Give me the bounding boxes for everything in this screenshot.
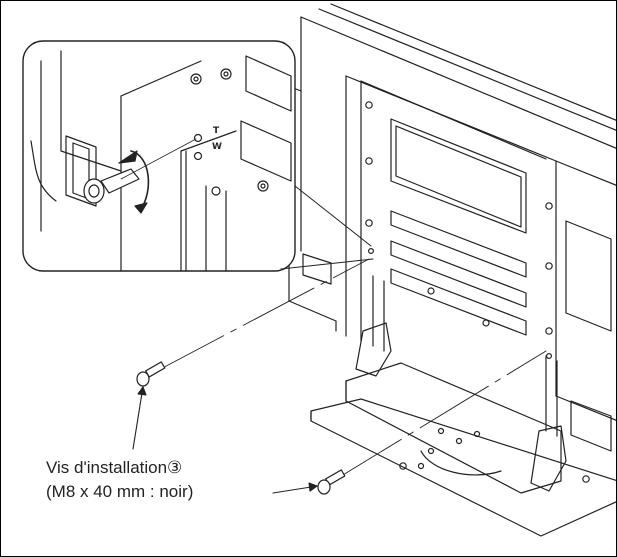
callout-screw-name: Vis d'installation③ xyxy=(46,458,183,477)
screw-right xyxy=(317,350,547,495)
detail-inset xyxy=(22,40,296,272)
callout-screw-spec: (M8 x 40 mm : noir) xyxy=(46,482,194,501)
tv-panel-back xyxy=(230,3,616,452)
inset-connector-lines xyxy=(280,185,374,270)
screw-left xyxy=(136,258,370,387)
stand xyxy=(310,275,616,537)
callout-arrows xyxy=(132,386,318,494)
inset-label-bottom: W xyxy=(212,142,222,152)
inset-label-top: T xyxy=(213,126,220,136)
